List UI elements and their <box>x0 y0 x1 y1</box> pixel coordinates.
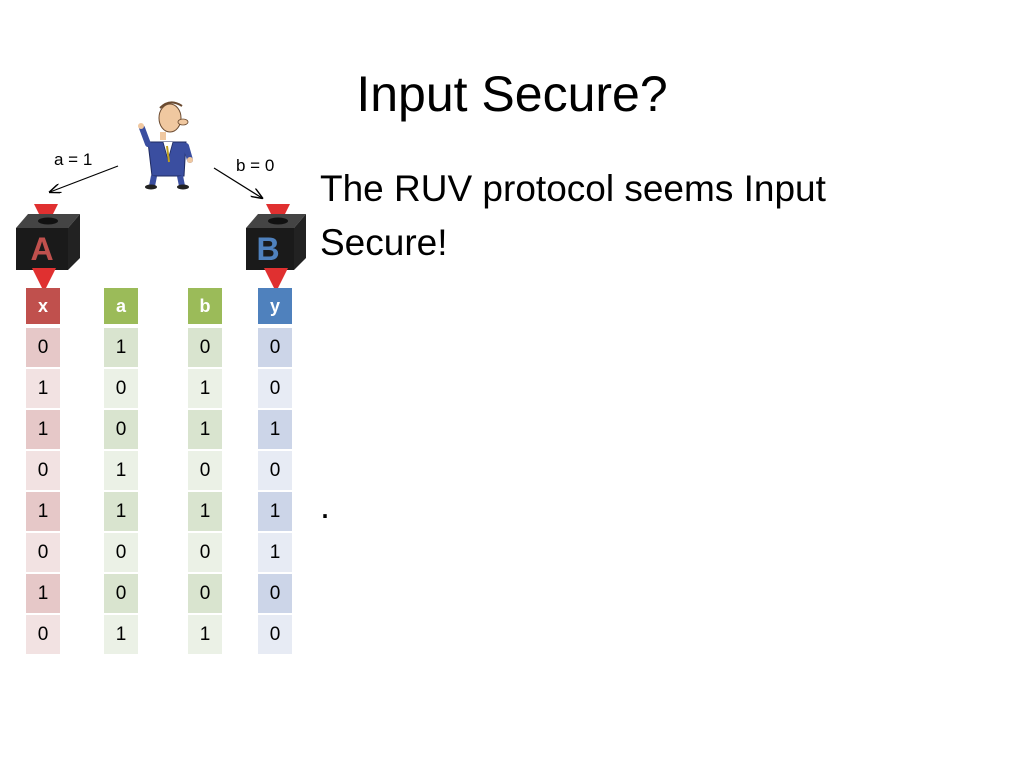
table-cell: 0 <box>188 451 222 490</box>
table-cell: 0 <box>188 533 222 572</box>
table-cell: 1 <box>258 492 292 531</box>
table-cell: 0 <box>104 533 138 572</box>
table-cell: 1 <box>104 615 138 654</box>
arrow-label-b: b = 0 <box>236 156 275 175</box>
table-cell: 0 <box>188 574 222 613</box>
box-a-icon: A <box>16 204 80 292</box>
trailing-dot: . <box>320 485 331 526</box>
table-cell: 0 <box>26 533 60 572</box>
person-figure <box>138 101 193 190</box>
table-cell: 1 <box>104 492 138 531</box>
table-cell: 0 <box>258 328 292 367</box>
table-cell: 1 <box>188 615 222 654</box>
table-cell: 1 <box>26 574 60 613</box>
table-cell: 1 <box>258 533 292 572</box>
arrow-to-b <box>213 167 262 198</box>
table-cell: 0 <box>258 369 292 408</box>
table-cell: 0 <box>26 615 60 654</box>
table-cell: 0 <box>188 328 222 367</box>
table-cell: 0 <box>258 615 292 654</box>
table-cell: 0 <box>258 574 292 613</box>
table-cell: 1 <box>26 369 60 408</box>
table-cell: 0 <box>26 328 60 367</box>
table-cell: 1 <box>188 492 222 531</box>
table-header: x <box>26 288 60 324</box>
table-cell: 1 <box>26 410 60 449</box>
table-cell: 1 <box>26 492 60 531</box>
table-cell: 0 <box>26 451 60 490</box>
table-cell: 0 <box>104 369 138 408</box>
box-b-letter: B <box>256 231 279 267</box>
table-cell: 0 <box>104 574 138 613</box>
table-header: b <box>188 288 222 324</box>
table-cell: 1 <box>188 410 222 449</box>
slide-title: Input Secure? <box>356 66 668 122</box>
box-a-letter: A <box>30 231 53 267</box>
table-cell: 1 <box>104 451 138 490</box>
arrow-label-a: a = 1 <box>54 150 93 169</box>
table-header: a <box>104 288 138 324</box>
box-b-icon: B <box>246 204 306 292</box>
arrow-to-a <box>50 165 119 192</box>
table-cell: 1 <box>104 328 138 367</box>
table-cell: 0 <box>104 410 138 449</box>
table-cell: 1 <box>188 369 222 408</box>
body-text: The RUV protocol seems Input Secure! <box>320 168 826 263</box>
table-cell: 1 <box>258 410 292 449</box>
table-header: y <box>258 288 292 324</box>
table-cell: 0 <box>258 451 292 490</box>
